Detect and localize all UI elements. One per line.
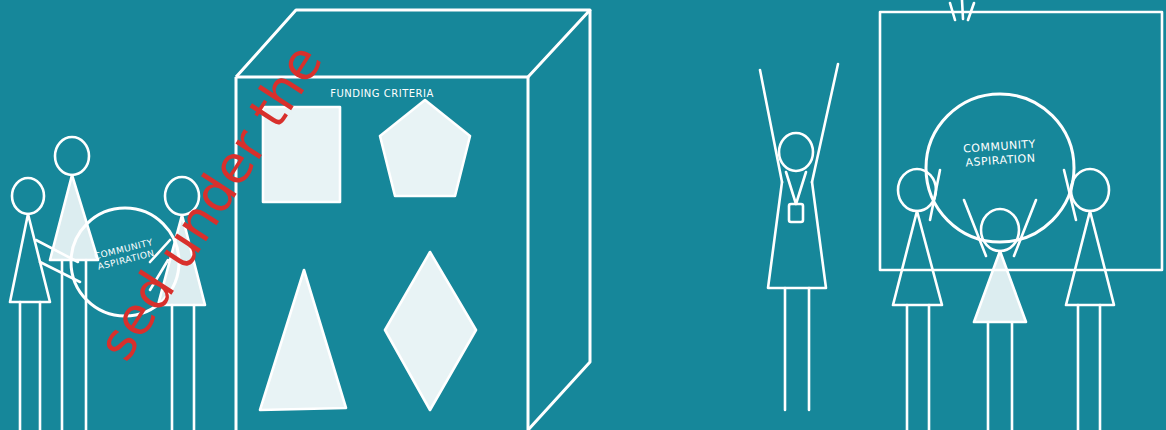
cube-side [528, 10, 590, 430]
excitement-marks [950, 0, 974, 20]
person-figure [964, 200, 1036, 430]
person-figure [760, 64, 838, 410]
pentagon-slot [380, 100, 470, 196]
aspiration-circle: COMMUNITY ASPIRATION [924, 92, 1076, 244]
diamond-slot [385, 252, 476, 410]
node-label: COMMUNITY ASPIRATION [943, 136, 1057, 171]
watermark: sed under the [81, 26, 338, 377]
node-outline [924, 92, 1076, 244]
person-figure [1064, 169, 1114, 430]
person-figure [893, 169, 942, 430]
triangle-slot [260, 270, 346, 410]
circle-outline [926, 94, 1074, 242]
